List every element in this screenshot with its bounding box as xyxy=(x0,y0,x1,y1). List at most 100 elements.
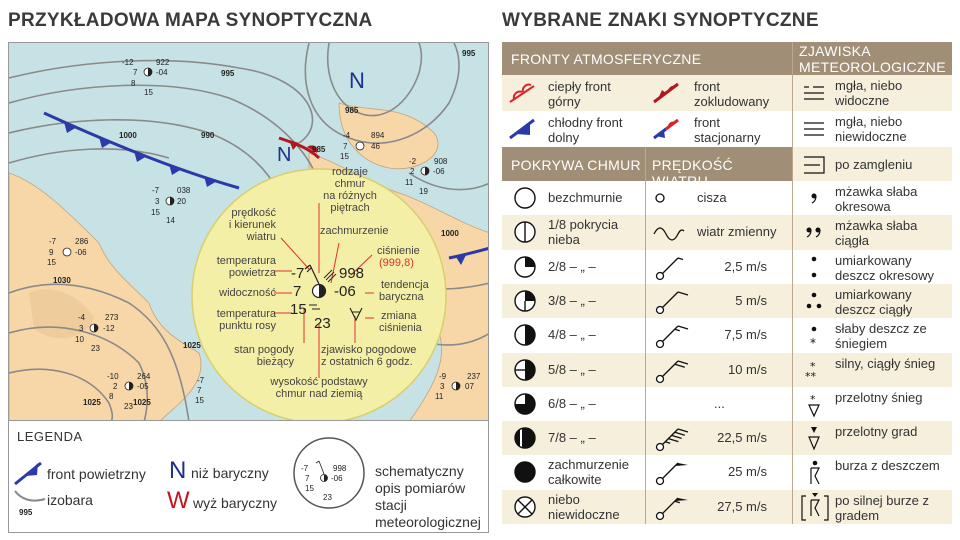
isobar xyxy=(9,283,190,420)
isobar xyxy=(9,84,320,184)
legend-front-label: front powietrzny xyxy=(47,466,146,482)
svg-text:i kierunek: i kierunek xyxy=(229,219,277,231)
svg-text:7: 7 xyxy=(197,386,202,395)
svg-text:widoczność: widoczność xyxy=(218,287,276,299)
cloud-cover-label: 1/8 pokrycia nieba xyxy=(548,217,619,248)
svg-text:237: 237 xyxy=(467,372,481,381)
svg-text:07: 07 xyxy=(465,382,474,391)
svg-text:-04: -04 xyxy=(156,68,168,77)
cloud-cover-row xyxy=(502,249,792,284)
wind-speed-label: 5 m/s xyxy=(735,292,767,308)
weather-phenomenon-label: po zamgleniu xyxy=(835,157,913,172)
cloud-cover-icon xyxy=(514,427,536,449)
svg-text:-10: -10 xyxy=(107,372,119,381)
svg-text:23: 23 xyxy=(323,493,332,502)
svg-text:273: 273 xyxy=(105,313,119,322)
svg-text:23: 23 xyxy=(314,315,331,332)
svg-text:15: 15 xyxy=(305,484,314,493)
svg-text:2: 2 xyxy=(113,382,118,391)
phenomena-row xyxy=(793,455,952,490)
callout-leaders xyxy=(274,203,374,378)
svg-text:z ostatnich 6 godz.: z ostatnich 6 godz. xyxy=(321,356,413,368)
isobar-label: 1000 xyxy=(119,131,137,140)
low-symbol: N xyxy=(169,457,187,484)
pressure-full: (999,8) xyxy=(379,257,414,269)
svg-text:temperatura: temperatura xyxy=(217,255,277,267)
cloud-cover-row xyxy=(502,283,792,319)
weather-phenomenon-label: mgła, niebo niewidoczne xyxy=(835,114,907,144)
svg-text:15: 15 xyxy=(195,396,204,405)
cloud-cover-row xyxy=(502,352,792,387)
weather-phenomenon-icon xyxy=(804,122,824,136)
phenomena-header: ZJAWISKA METEOROLOGICZNE xyxy=(793,42,952,75)
cloud-cover-label: 7/8 – „ – xyxy=(548,430,596,446)
isobar xyxy=(327,43,423,117)
map-canvas: 995 995 985 1000 990 985 1000 1030 1025 … xyxy=(9,43,488,420)
weather-phenomenon-icon xyxy=(806,227,821,238)
col-separator xyxy=(792,42,793,524)
legend-title: LEGENDA xyxy=(17,429,83,444)
station: -4 273 3 -12 10 23 xyxy=(75,313,119,353)
wind-speed-icon xyxy=(652,389,692,419)
synoptic-map: 995 995 985 1000 990 985 1000 1030 1025 … xyxy=(8,42,489,421)
land-island xyxy=(29,289,94,339)
svg-text:zmiana: zmiana xyxy=(381,310,417,322)
cloud-cover-row xyxy=(502,181,792,216)
svg-text:powietrza: powietrza xyxy=(229,267,277,279)
callout-past-weather-symbol xyxy=(349,307,363,322)
svg-text:15: 15 xyxy=(290,301,307,318)
front-semicircle xyxy=(307,145,318,153)
cloud-cover-row xyxy=(502,386,792,422)
map-title: PRZYKŁADOWA MAPA SYNOPTYCZNA xyxy=(8,10,373,31)
svg-text:-7: -7 xyxy=(301,464,309,473)
svg-text:998: 998 xyxy=(339,265,364,282)
weather-phenomenon-icon xyxy=(806,292,822,309)
svg-text:*: * xyxy=(810,393,816,406)
svg-text:19: 19 xyxy=(419,187,428,196)
wind-speed-label: cisza xyxy=(697,190,727,205)
svg-text:ciśnienie: ciśnienie xyxy=(377,245,420,257)
callout-cloud-symbol xyxy=(323,269,337,283)
isobar-label: 1025 xyxy=(133,398,151,407)
svg-text:038: 038 xyxy=(177,186,191,195)
front-triangle xyxy=(169,164,182,175)
cloud-cover-label: niebo niewidoczne xyxy=(548,491,620,522)
weather-phenomenon-label: mżawka słaba okresowa xyxy=(835,184,918,214)
isobar-label: 1025 xyxy=(183,341,201,350)
fronts-header: FRONTY ATMOSFERYCZNE xyxy=(502,42,792,75)
isobar xyxy=(9,368,114,420)
isobar xyxy=(408,172,488,191)
wind-speed-icon xyxy=(655,359,689,383)
cloud-cover-row xyxy=(502,421,792,456)
svg-text:998: 998 xyxy=(333,464,347,473)
svg-text:9: 9 xyxy=(49,248,54,257)
cloud-cover-icon xyxy=(514,393,536,415)
wind-speed-icon xyxy=(655,428,689,452)
land-north xyxy=(338,102,439,170)
isobar-labels: 995 995 985 1000 990 985 1000 1030 1025 … xyxy=(53,49,476,407)
station: -9 237 3 07 11 xyxy=(435,372,481,401)
isobar-label: 1025 xyxy=(83,398,101,407)
wind-speed-label: 2,5 m/s xyxy=(724,258,767,274)
stationary-front-label: front stacjonarny xyxy=(694,115,761,145)
wind-speed-icon xyxy=(655,256,684,280)
svg-text:7: 7 xyxy=(293,283,301,300)
svg-text:8: 8 xyxy=(131,79,136,88)
svg-text:908: 908 xyxy=(434,157,448,166)
svg-text:zachmurzenie: zachmurzenie xyxy=(320,225,388,237)
cloud-cover-row xyxy=(502,318,792,353)
isobar xyxy=(9,119,280,194)
svg-text:2: 2 xyxy=(410,167,415,176)
svg-text:temperatura: temperatura xyxy=(217,308,277,320)
svg-text:-7: -7 xyxy=(197,376,205,385)
weather-phenomenon-icon xyxy=(810,461,820,485)
cloud-cover-label: 5/8 – „ – xyxy=(548,361,596,377)
weather-phenomenon-label: przelotny śnieg xyxy=(835,389,923,405)
weather-phenomenon-label: umiarkowany deszcz ciągły xyxy=(835,286,913,317)
front-triangle xyxy=(64,122,77,133)
cloud-cover-row xyxy=(502,489,792,524)
phenomena-row xyxy=(793,352,952,387)
phenomena-row xyxy=(793,421,952,456)
